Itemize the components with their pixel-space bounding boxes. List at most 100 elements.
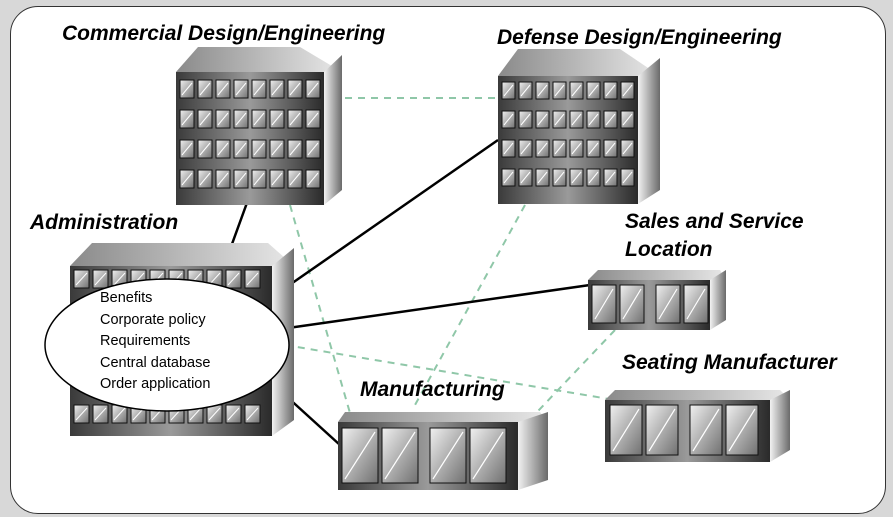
defense-drive-glint xyxy=(605,84,616,97)
defense-drive-glint xyxy=(622,171,633,184)
defense-drive-glint xyxy=(605,113,616,126)
commercial-drive-glint xyxy=(253,172,265,186)
admin-top-drive-glint xyxy=(75,272,88,286)
defense-drive-glint xyxy=(554,171,565,184)
defense-drive-glint xyxy=(503,84,514,97)
defense-drive-glint xyxy=(554,113,565,126)
label-sales-line2: Location xyxy=(625,238,713,261)
admin-bottom-drive-glint xyxy=(113,407,126,421)
admin-bottom-drive-glint xyxy=(75,407,88,421)
defense-drive-glint xyxy=(622,113,633,126)
dashed-link-commercial-manufacturing xyxy=(289,204,353,421)
commercial-drive-glint xyxy=(253,82,265,96)
commercial-drive-glint xyxy=(235,112,247,126)
label-sales: Sales and Service Location xyxy=(625,208,804,264)
commercial-drive-glint xyxy=(289,82,301,96)
defense-drive-glint xyxy=(571,113,582,126)
defense-drive-glint xyxy=(571,84,582,97)
defense-drive-glint xyxy=(503,113,514,126)
admin-bottom-drive-glint xyxy=(227,407,240,421)
defense-drive-glint xyxy=(588,84,599,97)
dashed-link-admin-seating xyxy=(284,344,616,401)
defense-drive-glint xyxy=(537,84,548,97)
defense-drive-glint xyxy=(588,142,599,155)
commercial-drive-glint xyxy=(307,112,319,126)
commercial-drive-glint xyxy=(199,142,211,156)
defense-drive-glint xyxy=(520,171,531,184)
commercial-drive-glint xyxy=(217,112,229,126)
commercial-drive-glint xyxy=(181,142,193,156)
admin-functions-ellipse xyxy=(44,278,290,412)
manufacturing-drive-glint xyxy=(344,431,376,480)
commercial-drive-glint xyxy=(181,172,193,186)
defense-drive-glint xyxy=(588,113,599,126)
admin-function-item: Central database xyxy=(100,354,211,371)
commercial-drive-glint xyxy=(289,142,301,156)
label-manufacturing: Manufacturing xyxy=(360,378,505,401)
label-defense: Defense Design/Engineering xyxy=(497,26,782,49)
solid-link-admin-defense xyxy=(264,138,499,304)
defense-drive-glint xyxy=(554,142,565,155)
defense-drive-glint xyxy=(520,113,531,126)
seating-drive-glint xyxy=(728,408,756,452)
commercial-drive-glint xyxy=(271,172,283,186)
commercial-drive-glint xyxy=(235,82,247,96)
label-administration: Administration xyxy=(30,211,179,234)
label-sales-line1: Sales and Service xyxy=(625,210,804,233)
dashed-link-sales-manufacturing xyxy=(519,329,616,431)
solid-link-admin-sales xyxy=(287,283,591,330)
commercial-drive-glint xyxy=(307,142,319,156)
sales-drive-glint xyxy=(594,288,614,320)
commercial-drive-glint xyxy=(253,142,265,156)
commercial-drive-glint xyxy=(217,142,229,156)
commercial-drive-glint xyxy=(289,172,301,186)
defense-drive-glint xyxy=(571,171,582,184)
seating-drive-glint xyxy=(692,408,720,452)
manufacturing-drive-glint xyxy=(472,431,504,480)
defense-drive-glint xyxy=(537,113,548,126)
defense-drive-glint xyxy=(588,171,599,184)
defense-drive-glint xyxy=(520,142,531,155)
commercial-drive-glint xyxy=(271,142,283,156)
commercial-drive-glint xyxy=(217,82,229,96)
defense-drive-glint xyxy=(622,84,633,97)
commercial-drive-glint xyxy=(289,112,301,126)
defense-drive-glint xyxy=(537,171,548,184)
commercial-drive-glint xyxy=(307,172,319,186)
commercial-drive-glint xyxy=(307,82,319,96)
commercial-drive-glint xyxy=(253,112,265,126)
defense-drive-glint xyxy=(503,171,514,184)
admin-functions-list: Benefits Corporate policy Requirements C… xyxy=(100,288,210,396)
admin-function-item: Requirements xyxy=(100,333,191,349)
defense-drive-glint xyxy=(571,142,582,155)
commercial-drive-glint xyxy=(181,112,193,126)
defense-drive-glint xyxy=(605,142,616,155)
admin-bottom-drive-glint xyxy=(246,407,259,421)
commercial-drive-glint xyxy=(271,82,283,96)
defense-drive-glint xyxy=(520,84,531,97)
admin-top-drive-glint xyxy=(227,272,240,286)
manufacturing-drive-glint xyxy=(432,431,464,480)
seating-drive-glint xyxy=(612,408,640,452)
commercial-drive-glint xyxy=(199,172,211,186)
commercial-drive-glint xyxy=(199,112,211,126)
sales-drive-glint xyxy=(658,288,678,320)
label-seating: Seating Manufacturer xyxy=(622,351,837,374)
sales-drive-glint xyxy=(686,288,706,320)
commercial-drive-glint xyxy=(199,82,211,96)
defense-drive-glint xyxy=(605,171,616,184)
defense-drive-glint xyxy=(554,84,565,97)
commercial-drive-glint xyxy=(235,142,247,156)
admin-bottom-drive-glint xyxy=(208,407,221,421)
admin-bottom-drive-glint xyxy=(94,407,107,421)
admin-top-drive-glint xyxy=(113,272,126,286)
commercial-drive-glint xyxy=(217,172,229,186)
solid-link-admin-manufacturing xyxy=(284,394,341,446)
admin-function-item: Benefits xyxy=(100,290,153,306)
admin-function-item: Order application xyxy=(100,376,211,392)
commercial-drive-glint xyxy=(271,112,283,126)
sales-drive-glint xyxy=(622,288,642,320)
admin-function-item: Corporate policy xyxy=(100,311,206,328)
defense-drive-glint xyxy=(537,142,548,155)
